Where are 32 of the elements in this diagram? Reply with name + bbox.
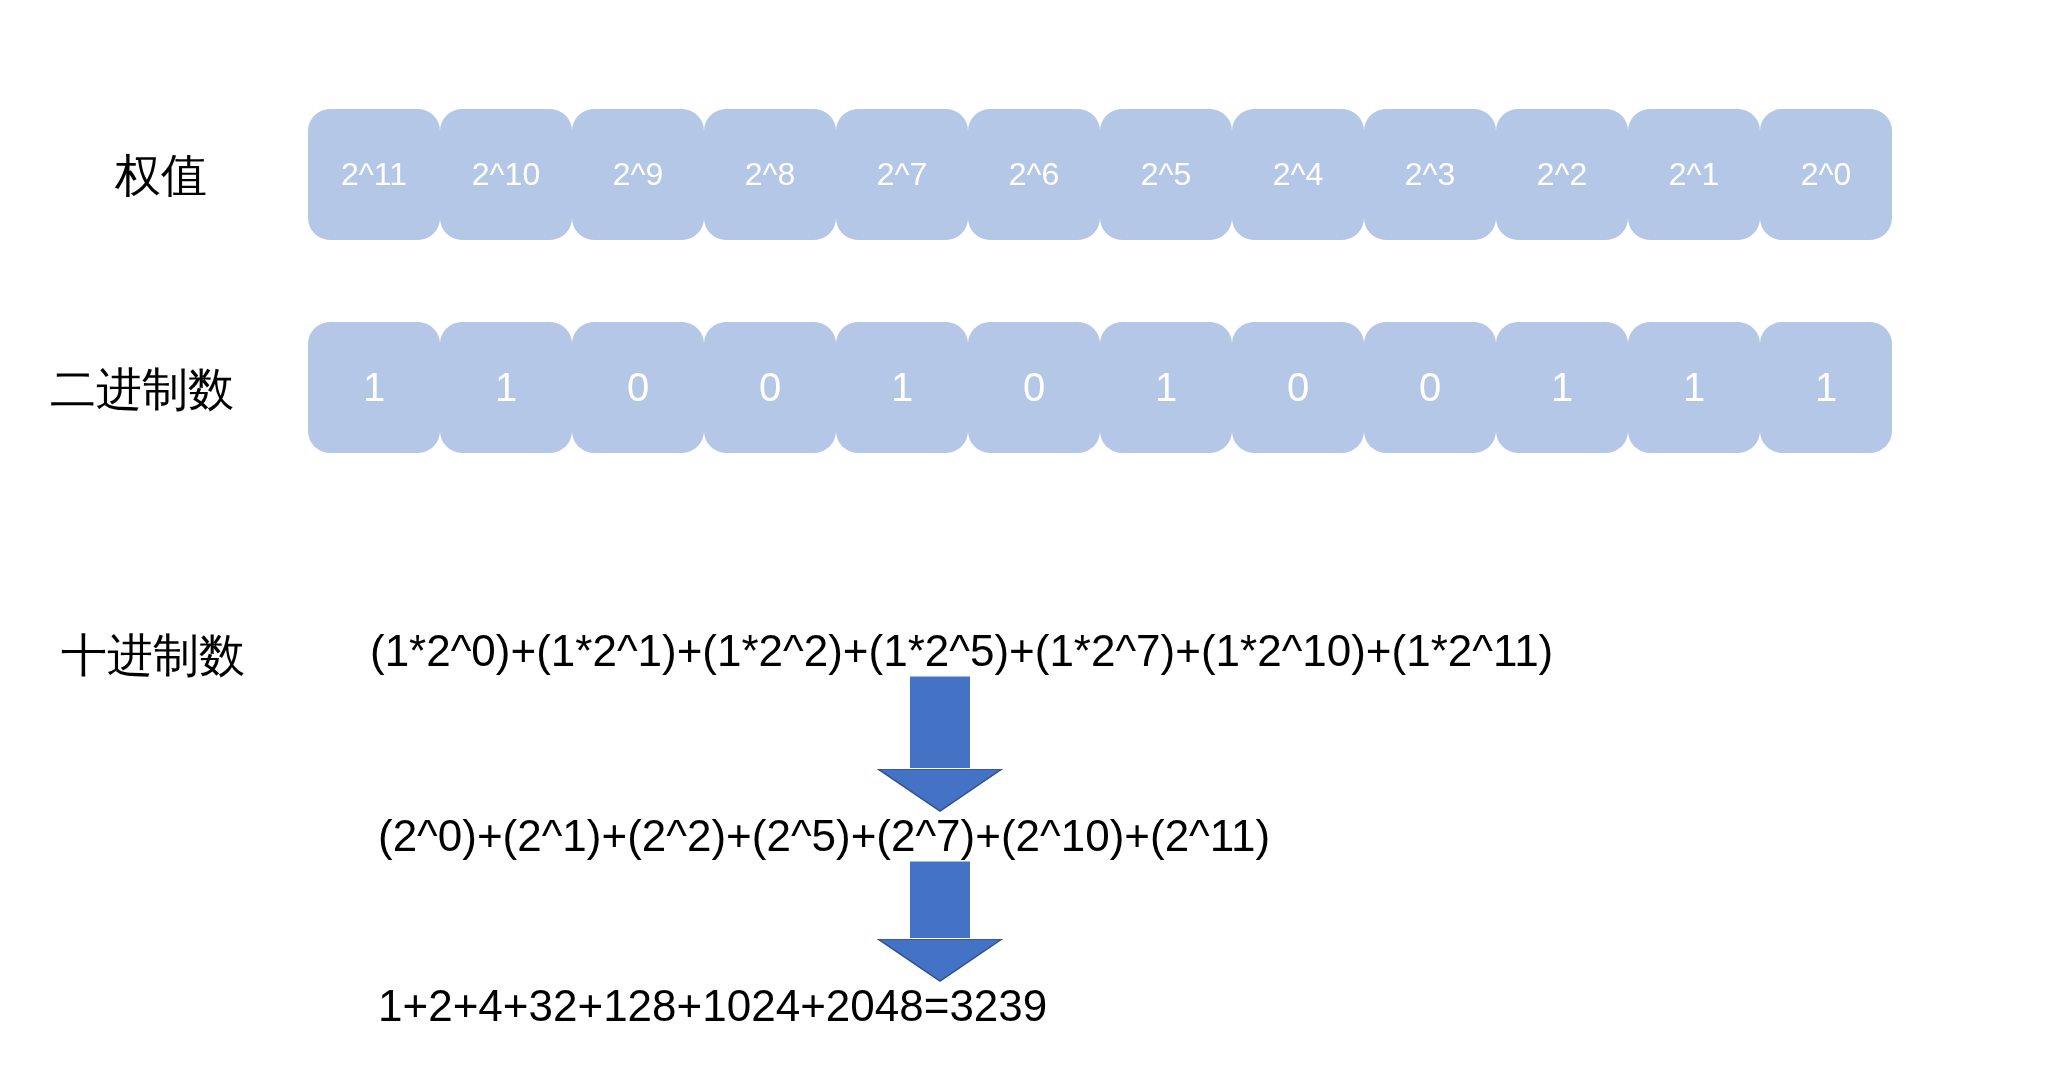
- power-of-two-tile: 2^6: [968, 109, 1100, 240]
- row-label: 十进制数: [61, 628, 245, 682]
- power-of-two-tile: 2^9: [572, 109, 704, 240]
- power-of-two-tile: 2^5: [1100, 109, 1232, 240]
- power-of-two-tile: 2^3: [1364, 109, 1496, 240]
- binary-digit-tile: 0: [1364, 322, 1496, 453]
- row-label: 权值: [115, 148, 207, 202]
- binary-digit-tile: 1: [1628, 322, 1760, 453]
- binary-digit-tile: 1: [440, 322, 572, 453]
- binary-digit-tile: 1: [308, 322, 440, 453]
- power-of-two-tile: 2^10: [440, 109, 572, 240]
- block-arrow: [877, 861, 1003, 982]
- power-of-two-tile: 2^4: [1232, 109, 1364, 240]
- binary-digit-tile: 0: [704, 322, 836, 453]
- power-of-two-tile: 2^2: [1496, 109, 1628, 240]
- binary-digit-tile: 1: [1100, 322, 1232, 453]
- binary-digit-tile: 0: [1232, 322, 1364, 453]
- binary-digit-tile: 1: [1760, 322, 1892, 453]
- power-of-two-tile: 2^1: [1628, 109, 1760, 240]
- power-of-two-tile: 2^7: [836, 109, 968, 240]
- power-of-two-tile: 2^8: [704, 109, 836, 240]
- block-arrow: [877, 676, 1003, 812]
- formula-text: (1*2^0)+(1*2^1)+(1*2^2)+(1*2^5)+(1*2^7)+(1*2^10)+(1*2^11): [370, 626, 1554, 677]
- binary-digit-tile: 1: [836, 322, 968, 453]
- power-of-two-tile: 2^11: [308, 109, 440, 240]
- formula-text: 1+2+4+32+128+1024+2048=3239: [378, 981, 1048, 1032]
- formula-text: (2^0)+(2^1)+(2^2)+(2^5)+(2^7)+(2^10)+(2^11): [378, 811, 1271, 862]
- binary-digit-tile: 0: [968, 322, 1100, 453]
- row-label: 二进制数: [50, 362, 234, 416]
- power-of-two-tile: 2^0: [1760, 109, 1892, 240]
- binary-digit-tile: 1: [1496, 322, 1628, 453]
- binary-digit-tile: 0: [572, 322, 704, 453]
